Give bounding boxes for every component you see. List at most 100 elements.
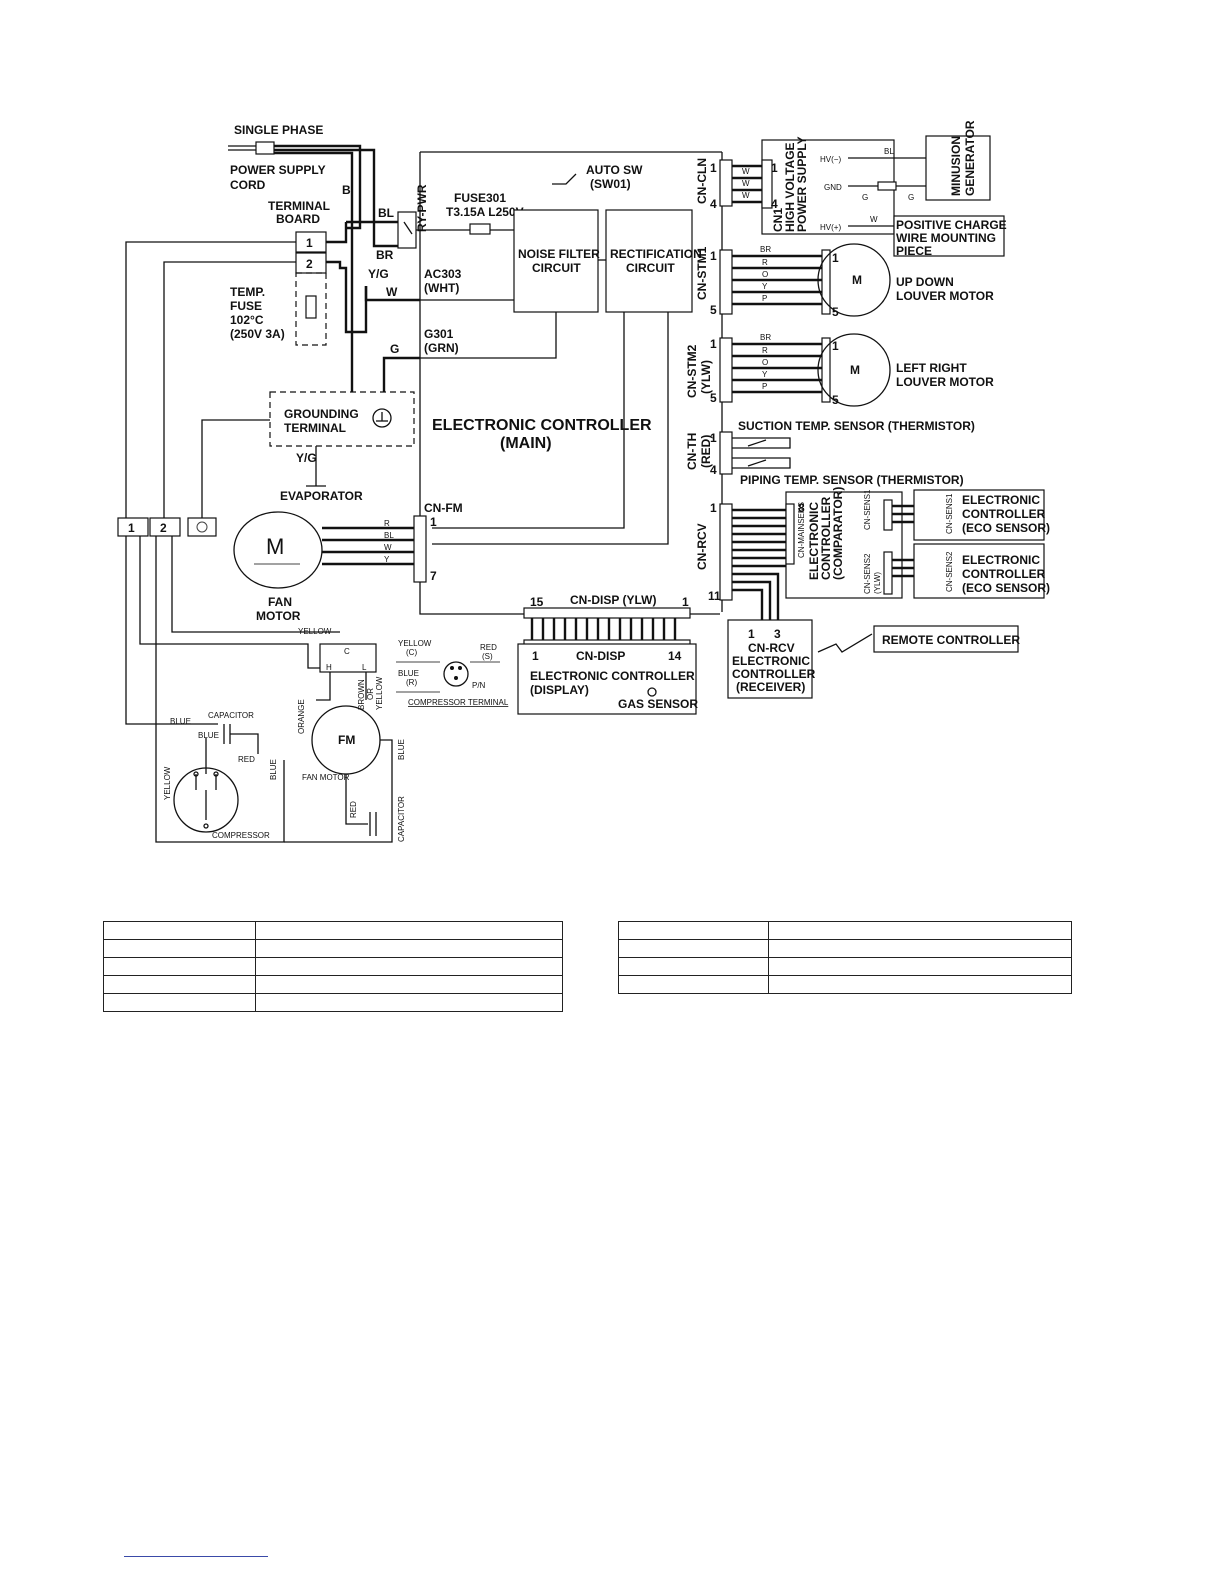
receiver-label-3: (RECEIVER) [736,680,805,694]
svg-text:P: P [762,294,767,303]
updown-label-1: UP DOWN [896,275,954,289]
receiver-controller [727,619,813,699]
hv-power-label-1: HIGH VOLTAGE [783,142,797,232]
suction-sensor-label: SUCTION TEMP. SENSOR (THERMISTOR) [738,419,975,433]
receiver-label-1: ELECTRONIC [732,654,810,668]
svg-text:O: O [762,358,768,367]
svg-text:O: O [762,270,768,279]
eco-sensor-controller-2 [913,543,1045,599]
cn-rcv-label: CN-RCV [695,523,709,570]
remote-controller-label: REMOTE CONTROLLER [882,633,1020,647]
motor-m-label: M [266,534,284,559]
ec-main-label-2: (MAIN) [500,435,552,452]
rectification-circuit [605,209,693,313]
svg-text:2: 2 [306,257,313,271]
svg-text:G: G [862,193,868,202]
svg-text:1: 1 [710,337,717,351]
terminal-board-label-2: BOARD [276,212,320,226]
cn-th-label-1: CN-TH [685,433,699,470]
leftright-motor-icon [817,333,891,407]
cn-stm1-label: CN-STM1 [695,246,709,300]
svg-text:P: P [762,382,767,391]
svg-text:M: M [850,363,860,377]
rectification-label-2: CIRCUIT [626,261,675,275]
cn-cln-label: CN-CLN [695,158,709,204]
r-label: (R) [406,678,417,687]
gnd-label: GND [824,183,842,192]
svg-text:1: 1 [832,339,839,353]
fuse301-label-1: FUSE301 [454,191,506,205]
updown-label-2: LOUVER MOTOR [896,289,994,303]
relay-ry-pwr [397,211,417,249]
yellow-label: YELLOW [298,627,332,636]
l-terminal: L [362,663,367,672]
cn-sens1-label: CN-SENS1 [863,489,872,530]
hv-plus-label: HV(+) [820,223,841,232]
c-terminal: C [344,647,350,656]
svg-text:1: 1 [682,595,689,609]
comparator-label-3: (COMPARATOR) [831,487,845,580]
earth-icon [196,521,208,533]
svg-text:4: 4 [710,197,717,211]
power-plug [255,141,275,155]
svg-text:8: 8 [798,501,805,515]
svg-text:R: R [762,346,768,355]
comparator-label-2: CONTROLLER [819,496,833,580]
svg-text:M: M [852,273,862,287]
wire-w-label: W [386,285,398,299]
outdoor-terminal-1 [117,517,149,537]
svg-text:1: 1 [710,501,717,515]
cn-stm1-connector [719,249,733,315]
svg-text:Y: Y [384,555,390,564]
svg-text:G: G [908,193,914,202]
minusion-label-1: MINUSION [949,136,963,196]
svg-text:BL: BL [884,147,894,156]
svg-text:Y: Y [762,282,768,291]
cn-fm-label: CN-FM [424,501,463,515]
svg-text:W: W [742,167,750,176]
fuse301 [469,223,491,235]
comparator-controller [785,491,903,599]
svg-text:2: 2 [160,521,167,535]
svg-text:1: 1 [532,649,539,663]
display-controller [517,643,697,715]
eco1-label-1: ELECTRONIC [962,493,1040,507]
svg-text:7: 7 [430,569,437,583]
compressor-terminal-icon [443,661,469,687]
noise-filter-label-2: CIRCUIT [532,261,581,275]
blue-r-label: BLUE [398,669,419,678]
svg-text:BR: BR [760,333,771,342]
ground-symbol-icon [372,408,392,428]
cn-rcv-connector [719,503,733,601]
eco2-label-2: CONTROLLER [962,567,1046,581]
auto-sw-label-2: (SW01) [590,177,631,191]
outdoor-terminal-2 [149,517,181,537]
orange-label: ORANGE [297,699,306,734]
wire-yg-label: Y/G [368,267,389,281]
blue-v-label: BLUE [397,739,406,760]
cn-stm2-label-1: CN-STM2 [685,344,699,398]
svg-text:R: R [384,519,390,528]
svg-text:5: 5 [710,391,717,405]
svg-text:1: 1 [710,249,717,263]
svg-text:1: 1 [771,161,778,175]
eco1-label-3: (ECO SENSOR) [962,521,1050,535]
remote-controller-box [873,625,1019,653]
svg-text:1: 1 [306,236,313,250]
capacitor-v-label: CAPACITOR [397,796,406,842]
wire-g-label: G [390,342,399,356]
capacitor-label: CAPACITOR [208,711,254,720]
noise-filter-label-1: NOISE FILTER [518,247,600,261]
svg-text:1: 1 [832,251,839,265]
yellow-c-label: YELLOW [398,639,432,648]
cn-stm2-connector [719,337,733,403]
temp-fuse-label-3: 102°C [230,313,264,327]
cn-sens2-ylw: (YLW) [873,572,882,594]
brown-label: BROWN [357,679,366,710]
outdoor-ground-terminal [187,517,217,537]
svg-text:15: 15 [530,595,544,609]
svg-text:Y: Y [762,370,768,379]
positive-label-1: POSITIVE CHARGE [896,218,1007,232]
svg-text:BR: BR [760,245,771,254]
blue2-label: BLUE [198,731,219,740]
